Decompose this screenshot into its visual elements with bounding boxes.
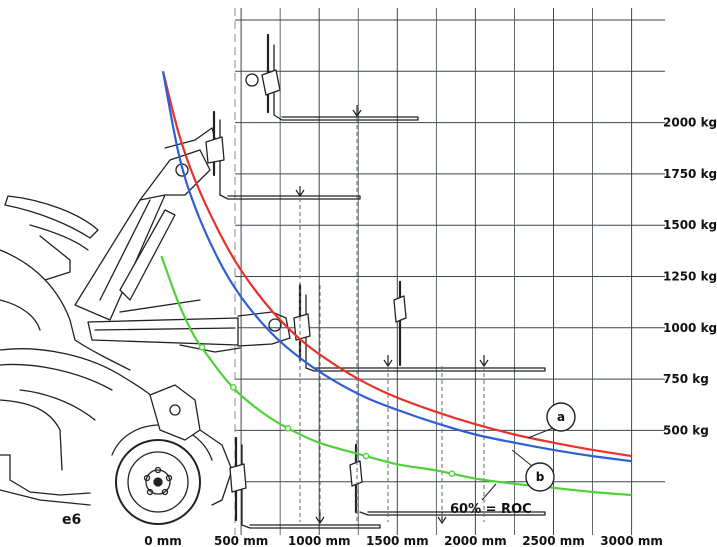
x-tick-label-0: 0 mm bbox=[144, 534, 182, 547]
capacity-curves bbox=[160, 71, 632, 497]
y-tick-label-5: 1750 kg bbox=[663, 167, 717, 181]
y-tick-label-3: 1250 kg bbox=[663, 270, 717, 284]
roc-annotation: 60% = ROC bbox=[450, 502, 532, 517]
y-tick-label-4: 1500 kg bbox=[663, 218, 717, 232]
callout-a-label: a bbox=[557, 410, 565, 424]
x-tick-label-1: 500 mm bbox=[214, 534, 268, 547]
callout-b: b bbox=[511, 449, 555, 492]
x-tick-label-5: 2500 mm bbox=[522, 534, 585, 547]
roc-marker-4 bbox=[448, 470, 456, 477]
x-tick-label-2: 1000 mm bbox=[288, 534, 351, 547]
callout-b-label: b bbox=[536, 470, 545, 484]
series-line-roc bbox=[160, 255, 632, 497]
x-tick-label-3: 1500 mm bbox=[366, 534, 429, 547]
series-line-b bbox=[161, 71, 632, 463]
callout-a: a bbox=[527, 402, 576, 439]
projection-lines bbox=[299, 118, 485, 522]
roc-marker-3 bbox=[362, 452, 370, 460]
figure-id: e6 bbox=[62, 512, 81, 528]
roc-marker-2 bbox=[284, 425, 292, 432]
x-tick-label-6: 3000 mm bbox=[600, 534, 663, 547]
y-tick-label-1: 750 kg bbox=[663, 372, 709, 386]
roc-marker-1 bbox=[229, 384, 237, 391]
roc-marker-0 bbox=[198, 343, 206, 351]
load-center-arrows bbox=[295, 105, 489, 525]
chart-grid bbox=[234, 8, 665, 535]
series-line-a bbox=[161, 71, 632, 458]
y-tick-label-0: 500 kg bbox=[663, 423, 709, 437]
x-tick-label-4: 2000 mm bbox=[444, 534, 507, 547]
roc-leader bbox=[481, 483, 497, 501]
y-tick-label-2: 1000 kg bbox=[663, 321, 717, 335]
x-axis-ticks: 0 mm 500 mm 1000 mm 1500 mm 2000 mm 2500 mm 30… bbox=[144, 534, 663, 547]
telehandler-drawing bbox=[0, 33, 546, 529]
y-tick-label-6: 2000 kg bbox=[663, 116, 717, 130]
y-axis-ticks: 500 kg 750 kg 1000 kg 1250 kg 1500 kg 1750 kg… bbox=[663, 116, 717, 438]
